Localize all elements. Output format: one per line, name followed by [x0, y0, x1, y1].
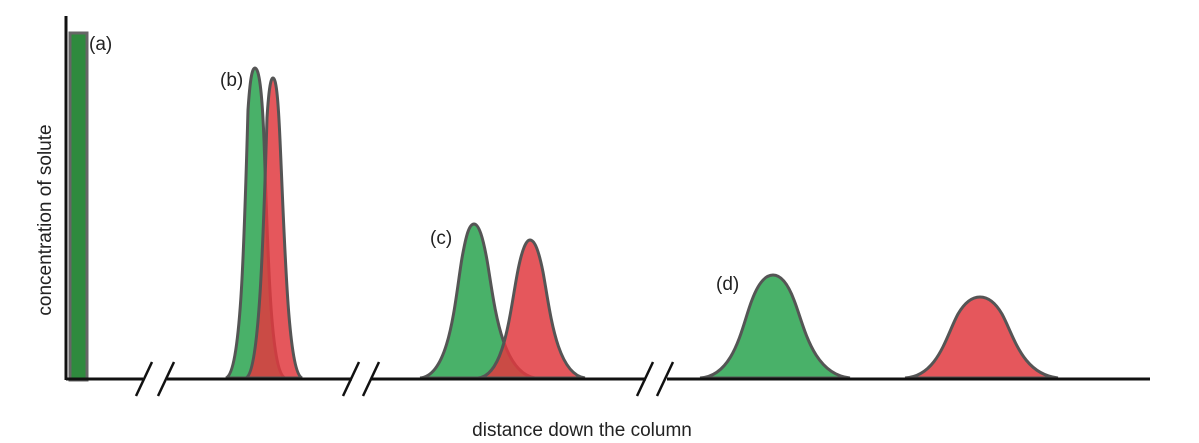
axis-break-2	[341, 361, 381, 397]
axis-break-3	[635, 361, 675, 397]
stage-c-peaks	[419, 222, 586, 380]
y-axis-title: concentration of solute	[35, 124, 56, 315]
label-c: (c)	[430, 228, 452, 249]
label-a: (a)	[89, 34, 112, 55]
stage-a-green-bar	[68, 31, 89, 382]
stage-c-green-peak	[419, 222, 536, 380]
stage-d-green-peak	[699, 273, 851, 380]
x-axis-title: distance down the column	[472, 420, 692, 441]
label-b: (b)	[220, 70, 243, 91]
axis-break-1	[134, 361, 176, 397]
label-d: (d)	[716, 274, 739, 295]
stage-d-red-peak	[904, 295, 1059, 380]
stage-c-red-peak	[477, 238, 586, 380]
stage-d-peaks	[699, 273, 1059, 380]
stage-b-red-peak	[244, 76, 304, 380]
axes	[64, 16, 1150, 397]
stage-a-band	[68, 31, 89, 382]
stage-b-peaks	[225, 66, 304, 380]
